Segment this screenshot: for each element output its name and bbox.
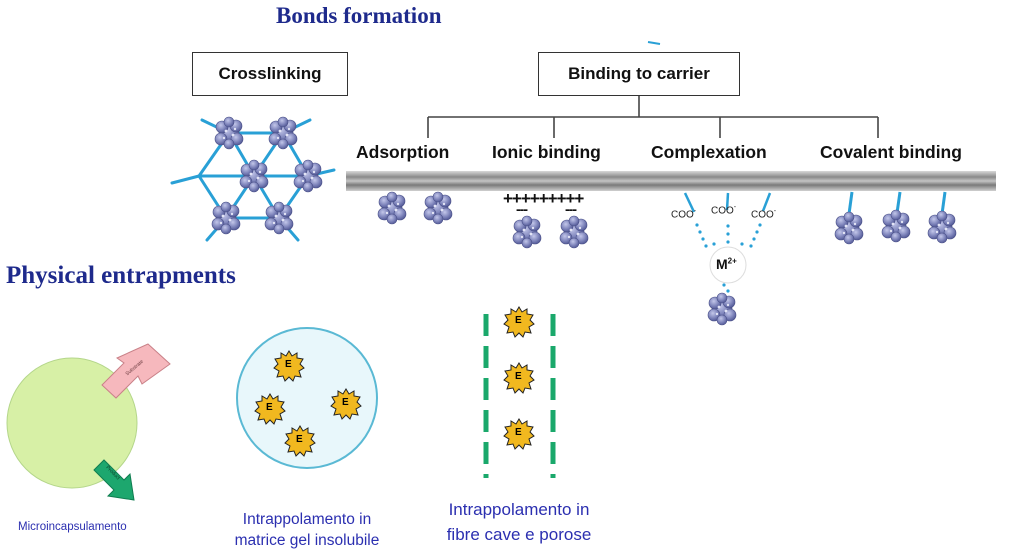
covalent-links (847, 191, 947, 215)
fiber-caption-line1: Intrappolamento in (448, 500, 590, 519)
category-complexation: Complexation (651, 142, 767, 162)
physical-entrapments-title: Physical entrapments (6, 262, 236, 289)
substrate-arrow (101, 343, 171, 399)
microencapsulation-caption: Microincapsulamento (18, 521, 127, 533)
gel-matrix (236, 327, 378, 469)
gel-caption-line1: Intrappolamento in (242, 511, 372, 528)
enzyme-label: E (515, 371, 522, 382)
category-adsorption: Adsorption (356, 142, 450, 162)
carrier-tree-connector (427, 96, 879, 138)
coo-label-3: COO- (751, 208, 777, 221)
hollow-fiber-walls (483, 314, 556, 478)
ionic-plus-charges: +++++++++ (503, 189, 584, 208)
ionic-proteins (512, 215, 589, 249)
carrier-surface (346, 171, 996, 191)
complexation-protein (707, 292, 737, 326)
stray-mark (647, 41, 661, 45)
covalent-proteins (834, 209, 957, 245)
coo-label-1: COO- (671, 208, 697, 221)
fiber-caption-line2: fibre cave e porose (446, 525, 592, 544)
crosslinking-network (170, 116, 336, 242)
metal-ion-circle (709, 246, 747, 284)
binding-to-carrier-box: Binding to carrier (538, 52, 740, 96)
complexation-links (683, 192, 772, 213)
coo-label-2: COO- (711, 204, 737, 217)
enzyme-label: E (296, 434, 303, 445)
binding-to-carrier-label: Binding to carrier (568, 64, 710, 83)
adsorption-proteins (377, 191, 453, 225)
enzyme-label: E (515, 315, 522, 326)
product-arrow (93, 459, 135, 501)
enzyme-label: E (515, 427, 522, 438)
ionic-minus-charges-left: --- (516, 201, 528, 217)
ionic-minus-charges-right: --- (565, 201, 577, 217)
hollow-fiber-caption: Intrappolamento in fibre cave e porose (410, 497, 628, 547)
enzyme-label: E (285, 359, 292, 370)
gel-caption-line2: matrice gel insolubile (234, 532, 380, 549)
gel-matrix-caption: Intrappolamento in matrice gel insolubil… (207, 509, 407, 551)
crosslinking-label: Crosslinking (218, 64, 322, 83)
enzyme-label: E (342, 397, 349, 408)
microcapsule (6, 357, 138, 489)
category-ionic-binding: Ionic binding (492, 142, 601, 162)
bonds-formation-title: Bonds formation (276, 3, 442, 28)
enzyme-label: E (266, 402, 273, 413)
metal-ion-label: M2+ (716, 256, 737, 272)
category-covalent-binding: Covalent binding (820, 142, 962, 162)
crosslinking-box: Crosslinking (192, 52, 348, 96)
